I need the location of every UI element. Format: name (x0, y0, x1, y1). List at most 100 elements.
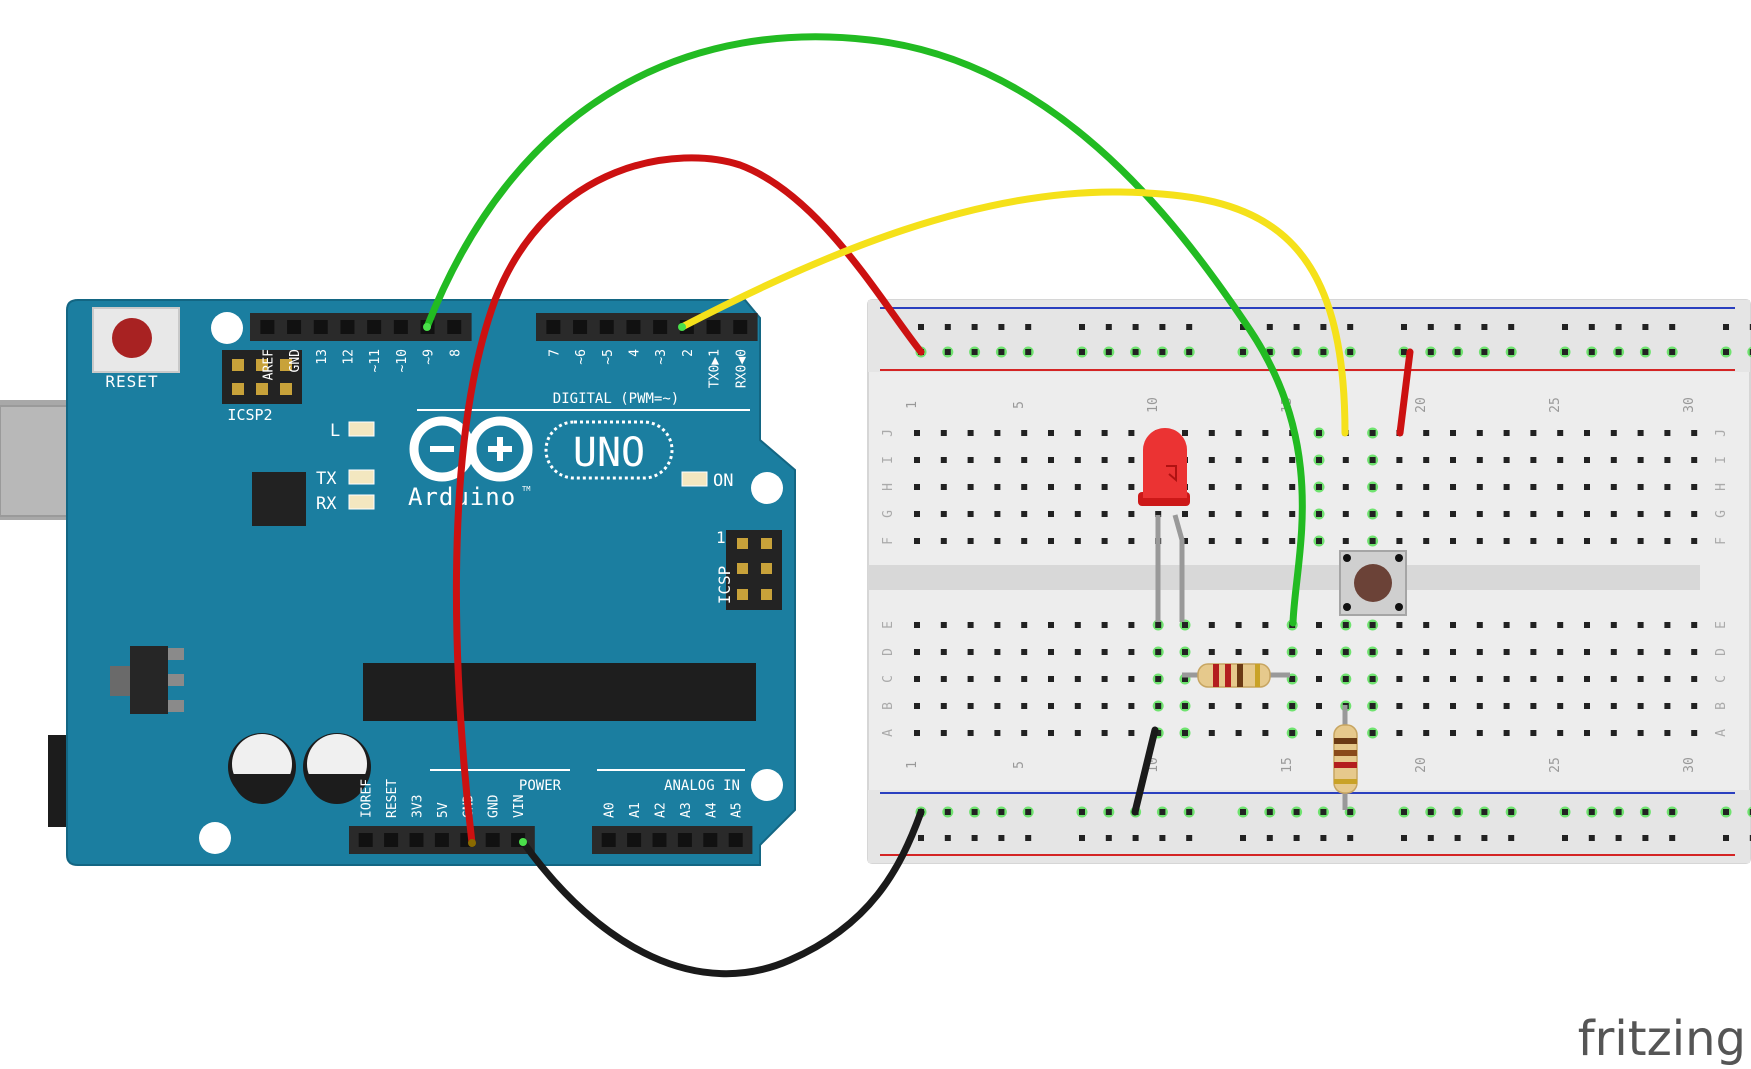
pushbutton[interactable] (1339, 550, 1407, 616)
breadboard-hole (1021, 511, 1028, 517)
breadboard-hole (1155, 622, 1162, 628)
power-header-pin-label: VIN (512, 795, 527, 818)
breadboard-hole (1584, 511, 1590, 517)
wire-endpoints (423, 323, 686, 847)
breadboard-hole (1530, 676, 1537, 682)
breadboard-hole (1186, 835, 1193, 841)
breadboard-hole (1396, 730, 1403, 736)
breadboard-hole (1342, 484, 1349, 490)
breadboard-hole (1530, 484, 1537, 490)
breadboard-hole (1691, 730, 1698, 736)
breadboard-hole (967, 649, 974, 655)
breadboard-hole (1749, 349, 1751, 355)
power-header-pin (485, 833, 500, 847)
breadboard-hole (1427, 324, 1434, 330)
breadboard-holes (914, 324, 1751, 841)
breadboard-hole (1396, 649, 1403, 655)
breadboard-hole (1423, 511, 1430, 517)
breadboard-hole (1369, 511, 1376, 517)
breadboard-hole (1101, 484, 1108, 490)
breadboard-hole (1396, 703, 1403, 709)
breadboard-hole (944, 835, 951, 841)
breadboard-hole (1074, 430, 1081, 436)
breadboard-hole (914, 730, 920, 736)
breadboard-hole (1481, 324, 1488, 330)
breadboard-hole (1664, 649, 1671, 655)
breadboard-hole (1691, 457, 1698, 463)
capacitor-2 (303, 733, 371, 804)
led-on-indicator: ON (681, 471, 733, 491)
breadboard-hole (1530, 730, 1537, 736)
breadboard-hole (1021, 538, 1028, 544)
breadboard-hole (1450, 538, 1456, 544)
breadboard-hole (1454, 809, 1461, 815)
breadboard-hole (1642, 324, 1649, 330)
breadboard-hole (1235, 703, 1242, 709)
breadboard-hole (1691, 676, 1698, 682)
mount-hole-bl (199, 822, 231, 854)
col-mark-25-top: 25 (1548, 397, 1563, 413)
power-header-pin (409, 833, 424, 847)
digital-header-pin-label: ~9 (422, 349, 437, 365)
svg-text:TX: TX (316, 469, 337, 489)
breadboard-hole (1293, 349, 1300, 355)
breadboard-hole (1637, 538, 1644, 544)
wires (423, 33, 1414, 978)
mount-hole-r2 (751, 769, 783, 801)
breadboard-hole (1235, 484, 1242, 490)
breadboard-hole (998, 809, 1005, 815)
analog-header-pin-label: A0 (603, 802, 618, 818)
breadboard-hole (967, 511, 974, 517)
breadboard-hole (1369, 676, 1376, 682)
breadboard-hole (998, 324, 1005, 330)
breadboard-hole (1369, 703, 1376, 709)
breadboard-hole (1182, 649, 1188, 655)
pcb-outline (66, 299, 796, 866)
breadboard-hole (940, 676, 947, 682)
breadboard-hole (1159, 349, 1166, 355)
breadboard-hole (1642, 809, 1649, 815)
breadboard-hole (1079, 835, 1085, 841)
wire-red (452, 154, 925, 847)
breadboard-hole (1481, 809, 1488, 815)
digital-header-pin-label: RX0◀0 (734, 349, 749, 388)
breadboard-hole (1048, 484, 1054, 490)
breadboard-hole (1369, 430, 1376, 436)
breadboard-hole (940, 457, 947, 463)
breadboard-labels: 1 5 10 15 20 25 30 1 5 10 15 20 25 30 J … (881, 397, 1729, 773)
breadboard-hole (1347, 349, 1354, 355)
breadboard-hole (1557, 730, 1564, 736)
digital-header-pin (599, 320, 614, 334)
breadboard-hole (1637, 511, 1644, 517)
breadboard-hole (1508, 349, 1515, 355)
breadboard-hole (914, 430, 920, 436)
breadboard-hole (994, 484, 1001, 490)
breadboard-hole (994, 649, 1001, 655)
breadboard-hole (1048, 538, 1054, 544)
analog-header-pin-label: A3 (679, 802, 694, 818)
col-mark-30-bottom: 30 (1682, 757, 1697, 773)
breadboard-hole (914, 457, 920, 463)
breadboard-hole (1476, 484, 1483, 490)
digital-header-pin (546, 320, 561, 334)
breadboard-hole (1427, 349, 1434, 355)
breadboard-hole (1293, 324, 1300, 330)
breadboard-hole (1316, 430, 1322, 436)
breadboard-hole (967, 430, 974, 436)
breadboard-hole (1664, 457, 1671, 463)
breadboard-hole (1316, 730, 1322, 736)
breadboard-hole (1503, 484, 1510, 490)
breadboard-hole (1101, 457, 1108, 463)
led-rx-indicator: RX (316, 494, 375, 514)
reset-button[interactable] (92, 307, 180, 373)
breadboard-hole (1637, 430, 1644, 436)
breadboard-hole (1159, 809, 1166, 815)
breadboard-hole (1316, 457, 1322, 463)
breadboard-hole (1476, 511, 1483, 517)
breadboard-hole (994, 622, 1001, 628)
row-letter-g-left: G (881, 510, 896, 518)
breadboard-hole (1615, 835, 1622, 841)
breadboard-hole (1182, 430, 1188, 436)
